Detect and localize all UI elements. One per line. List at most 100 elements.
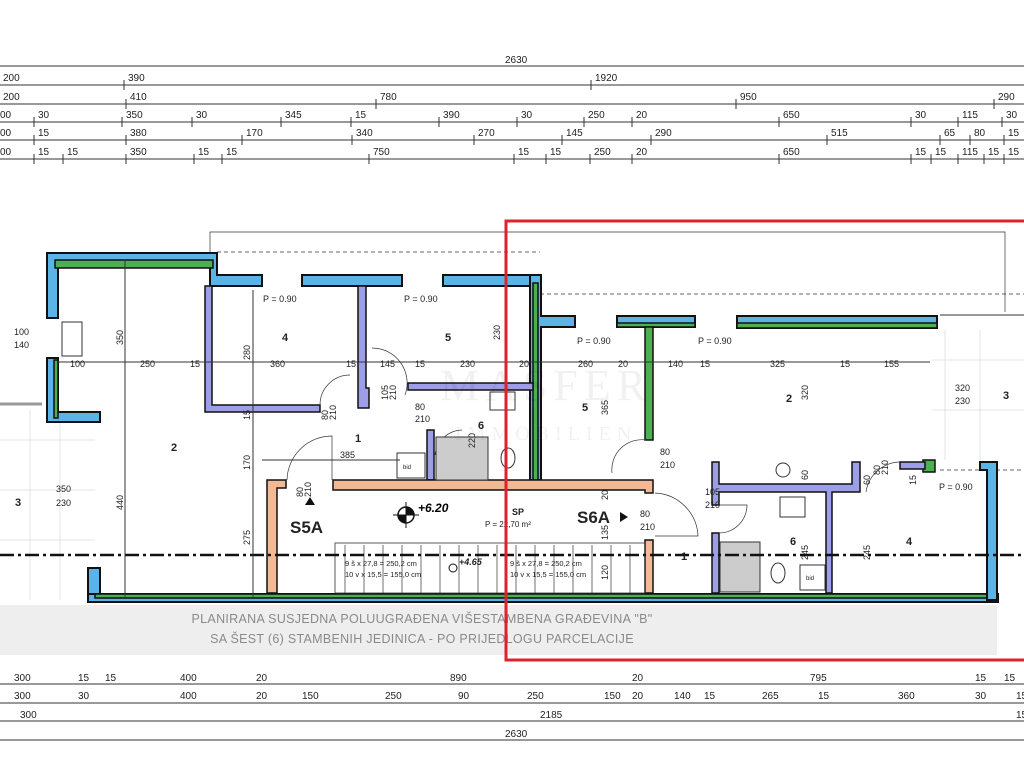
dimension-label: 365 bbox=[600, 400, 610, 415]
note-band bbox=[0, 605, 997, 655]
top-dimension-lines bbox=[0, 65, 1024, 160]
dimension-label: 15 bbox=[1016, 691, 1024, 702]
window-labels: P = 0.90 P = 0.90 P = 0.90 P = 0.90 P = … bbox=[14, 294, 973, 508]
door-dimension: 80 bbox=[640, 509, 650, 519]
dimension-label: 60 bbox=[862, 475, 872, 485]
dimension-label: 15 bbox=[226, 147, 238, 158]
dimension-label: 345 bbox=[285, 110, 302, 121]
room-right-1: 1 bbox=[681, 551, 687, 563]
dimension-label: 795 bbox=[810, 673, 827, 684]
dimension-label: 250 bbox=[140, 359, 155, 369]
dimension-label: 360 bbox=[898, 691, 915, 702]
dimension-label: 145 bbox=[380, 359, 395, 369]
dimension-label: 650 bbox=[783, 147, 800, 158]
level-marker: +6.20 bbox=[393, 501, 449, 528]
door-dimension: 80 bbox=[660, 447, 670, 457]
dimension-label: 60 bbox=[800, 470, 810, 480]
dimension-label: 00 bbox=[0, 147, 12, 158]
dimension-label: 2630 bbox=[505, 729, 528, 740]
dimension-label: 270 bbox=[478, 128, 495, 139]
dimension-label: 440 bbox=[115, 495, 125, 510]
dimension-label: 350 bbox=[115, 330, 125, 345]
dimension-label: 115 bbox=[962, 110, 978, 121]
dimension-label: 20 bbox=[632, 673, 644, 684]
window-height: 230 bbox=[955, 396, 970, 406]
dimension-label: 15 bbox=[242, 410, 252, 420]
room-right-6: 6 bbox=[790, 536, 796, 548]
dimension-label: 230 bbox=[492, 325, 502, 340]
dimension-label: 650 bbox=[783, 110, 800, 121]
dimension-label: 15 bbox=[1008, 147, 1020, 158]
exterior-walls bbox=[46, 252, 999, 603]
door-dimension: 210 bbox=[415, 414, 430, 424]
entrance-arrow-icon bbox=[305, 497, 315, 505]
stair-steps-b: 9 š x 27,8 = 250,2 cm bbox=[510, 559, 582, 568]
door-dimension: 80 bbox=[872, 465, 882, 475]
door-dimension: 105 bbox=[380, 385, 390, 400]
staircase: 9 š x 27,8 = 250,2 cm 10 v x 15,5 = 155,… bbox=[334, 542, 646, 594]
dimension-label: 515 bbox=[831, 128, 848, 139]
dimension-label: 15 bbox=[915, 147, 927, 158]
dimension-label: 275 bbox=[242, 530, 252, 545]
shower-tray bbox=[719, 541, 761, 593]
dimension-label: 780 bbox=[380, 92, 397, 103]
dimension-label: 390 bbox=[443, 110, 460, 121]
dimension-label: 15 bbox=[1008, 128, 1020, 139]
room-left-6: 6 bbox=[478, 420, 484, 432]
sink-icon bbox=[775, 462, 791, 478]
dimension-label: 15 bbox=[78, 673, 90, 684]
dimension-label: 380 bbox=[130, 128, 147, 139]
dimension-label: 15 bbox=[935, 147, 947, 158]
dimension-label: 135 bbox=[600, 525, 610, 540]
dimension-label: 15 bbox=[67, 147, 79, 158]
door-dimension: 80 bbox=[320, 410, 330, 420]
room-left-5: 5 bbox=[445, 332, 451, 344]
dimension-label: 280 bbox=[242, 345, 252, 360]
dimension-label: 30 bbox=[78, 691, 90, 702]
note-line-1: PLANIRANA SUSJEDNA POLUUGRAĐENA VIŠESTAM… bbox=[192, 611, 653, 626]
room-left-3: 3 bbox=[15, 497, 21, 509]
door-dimension: 210 bbox=[303, 482, 313, 497]
note-line-2: SA ŠEST (6) STAMBENIH JEDINICA - PO PRIJ… bbox=[210, 631, 634, 646]
highlight-frame bbox=[504, 219, 1024, 662]
dimension-label: 300 bbox=[20, 710, 37, 721]
dimension-label: 30 bbox=[38, 110, 50, 121]
door-dimension: 210 bbox=[328, 405, 338, 420]
dimension-label: 390 bbox=[128, 73, 145, 84]
dimension-label: 15 bbox=[38, 128, 50, 139]
dimension-label: 250 bbox=[385, 691, 402, 702]
dimension-label: 15 bbox=[818, 691, 830, 702]
dimension-label: 15 bbox=[908, 475, 918, 485]
window-height: 140 bbox=[14, 340, 29, 350]
fixtures: bid bid bbox=[61, 321, 826, 593]
dimension-label: 290 bbox=[998, 92, 1015, 103]
room-left-4: 4 bbox=[282, 332, 289, 344]
dimension-label: 250 bbox=[594, 147, 611, 158]
shower-tray bbox=[435, 436, 489, 481]
dimension-label: 750 bbox=[373, 147, 390, 158]
window-label: P = 0.90 bbox=[577, 336, 611, 346]
window-label: P = 0.90 bbox=[263, 294, 297, 304]
dimension-label: 20 bbox=[636, 110, 648, 121]
dimension-label: 220 bbox=[467, 433, 477, 448]
bottom-dimension-lines bbox=[0, 683, 1024, 741]
dimension-label: 245 bbox=[862, 545, 872, 560]
dimension-label: 30 bbox=[521, 110, 533, 121]
dimension-label: 20 bbox=[256, 673, 268, 684]
stair-rise-b: 10 v x 15,5 = 155,0 cm bbox=[510, 570, 586, 579]
interior-walls bbox=[204, 285, 926, 594]
window-width: 320 bbox=[955, 383, 970, 393]
dimension-label: 115 bbox=[962, 147, 978, 158]
dimension-label: 15 bbox=[975, 673, 987, 684]
door-dimension: 210 bbox=[660, 460, 675, 470]
dimension-label: 15 bbox=[190, 359, 200, 369]
party-walls bbox=[266, 479, 654, 594]
toilet-icon bbox=[500, 447, 516, 469]
dimension-label: 20 bbox=[600, 490, 610, 500]
dimension-label: 950 bbox=[740, 92, 757, 103]
unit-label-s6a: S6A bbox=[577, 508, 610, 527]
dimension-label: 170 bbox=[242, 455, 252, 470]
dimension-label: 890 bbox=[450, 673, 467, 684]
